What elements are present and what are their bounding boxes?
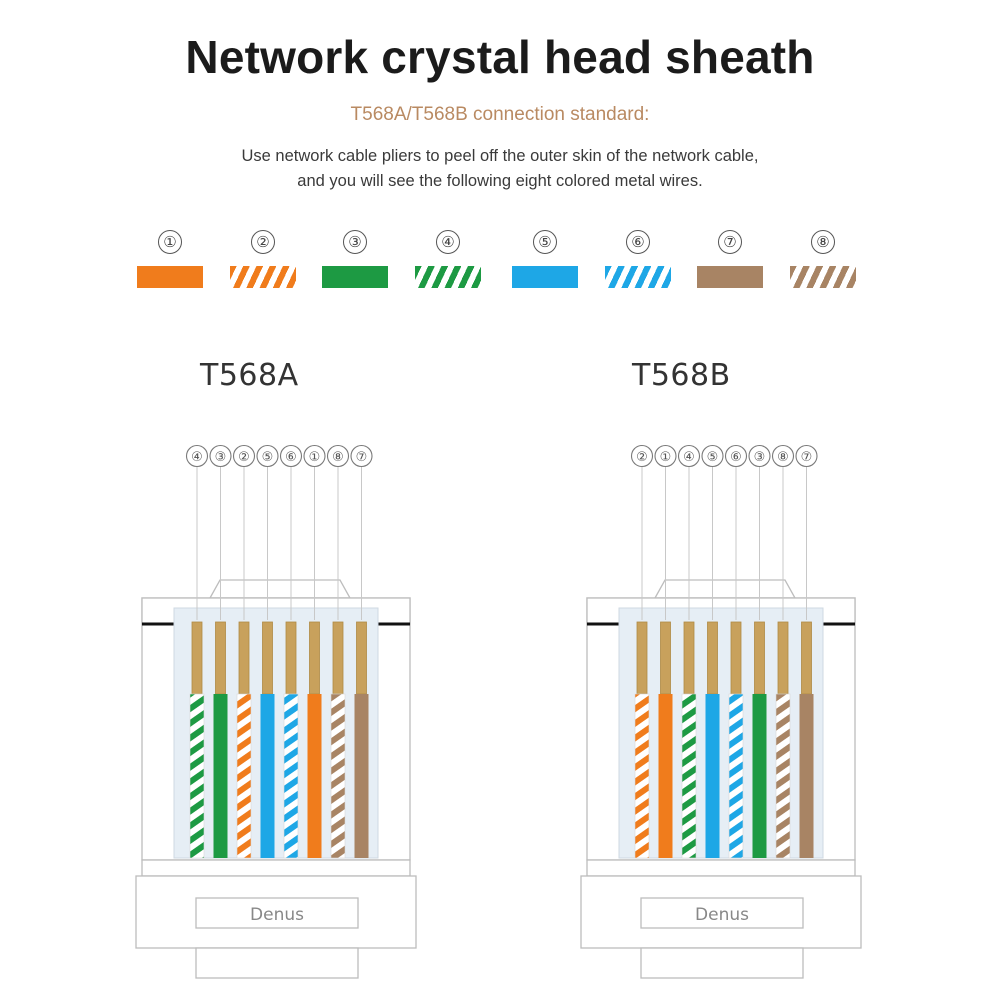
pin-number-label: ② — [636, 450, 648, 465]
pin-number-label: ⑧ — [332, 450, 344, 465]
pin-number-label: ④ — [191, 450, 203, 465]
wire-number-label: ④ — [436, 230, 460, 254]
wire-color-swatch — [605, 266, 671, 288]
pin-number-label: ⑥ — [730, 450, 742, 465]
pin-number-label: ③ — [754, 450, 766, 465]
pin-1-wire: ④ — [185, 444, 209, 859]
legend-wire-2: ② — [228, 230, 298, 290]
wire-color-swatch — [512, 266, 578, 288]
pin-4-wire: ⑤ — [701, 444, 724, 858]
pin-3-wire: ② — [232, 444, 256, 859]
pin-3-wire: ④ — [677, 444, 701, 859]
wire-color-swatch — [137, 266, 203, 288]
pin-number-label: ⑤ — [262, 450, 274, 465]
pin-number-label: ⑥ — [285, 450, 297, 465]
pin-number-label: ⑤ — [707, 450, 719, 465]
pin-6-wire: ③ — [748, 444, 771, 858]
wire-color-swatch — [697, 266, 763, 288]
pin-4-wire: ⑤ — [256, 444, 279, 858]
pin-number-label: ⑦ — [356, 450, 368, 465]
wire-color-swatch — [790, 266, 856, 288]
wire-number-label: ③ — [343, 230, 367, 254]
page-title: Network crystal head sheath — [185, 31, 815, 83]
wire-number-label: ② — [251, 230, 275, 254]
wire-number-label: ⑦ — [718, 230, 742, 254]
brand-label: Denus — [250, 905, 304, 925]
page-subtitle: T568A/T568B connection standard: — [350, 104, 650, 125]
brand-label: Denus — [695, 905, 749, 925]
wire-number-label: ⑤ — [533, 230, 557, 254]
legend-wire-8: ⑧ — [788, 230, 858, 290]
legend-wire-3: ③ — [320, 230, 390, 290]
legend-wire-4: ④ — [413, 230, 483, 290]
pin-number-label: ④ — [683, 450, 695, 465]
description-line: and you will see the following eight col… — [297, 172, 703, 190]
pin-5-wire: ⑥ — [279, 444, 303, 859]
pin-number-label: ① — [309, 450, 321, 465]
pin-1-wire: ② — [630, 444, 654, 859]
legend-wire-6: ⑥ — [603, 230, 673, 290]
description: Use network cable pliers to peel off the… — [0, 144, 1000, 194]
pin-number-label: ① — [660, 450, 672, 465]
pin-8-wire: ⑦ — [795, 444, 818, 858]
pin-number-label: ⑧ — [777, 450, 789, 465]
pin-7-wire: ⑧ — [771, 444, 795, 859]
pin-number-label: ⑦ — [801, 450, 813, 465]
pin-number-label: ② — [238, 450, 250, 465]
legend-wire-1: ① — [135, 230, 205, 290]
wire-number-label: ① — [158, 230, 182, 254]
pin-number-label: ③ — [215, 450, 227, 465]
pin-8-wire: ⑦ — [350, 444, 373, 858]
pin-2-wire: ① — [654, 444, 677, 858]
wire-color-swatch — [415, 266, 481, 288]
pin-7-wire: ⑧ — [326, 444, 350, 859]
t568b-label: T568B — [632, 358, 731, 393]
t568a-label: T568A — [200, 358, 299, 393]
wire-number-label: ⑧ — [811, 230, 835, 254]
wire-number-label: ⑥ — [626, 230, 650, 254]
legend-wire-7: ⑦ — [695, 230, 765, 290]
wire-color-swatch — [322, 266, 388, 288]
description-line: Use network cable pliers to peel off the… — [241, 147, 759, 165]
pin-6-wire: ① — [303, 444, 326, 858]
pin-5-wire: ⑥ — [724, 444, 748, 859]
wire-color-swatch — [230, 266, 296, 288]
legend-wire-5: ⑤ — [510, 230, 580, 290]
pin-2-wire: ③ — [209, 444, 232, 858]
